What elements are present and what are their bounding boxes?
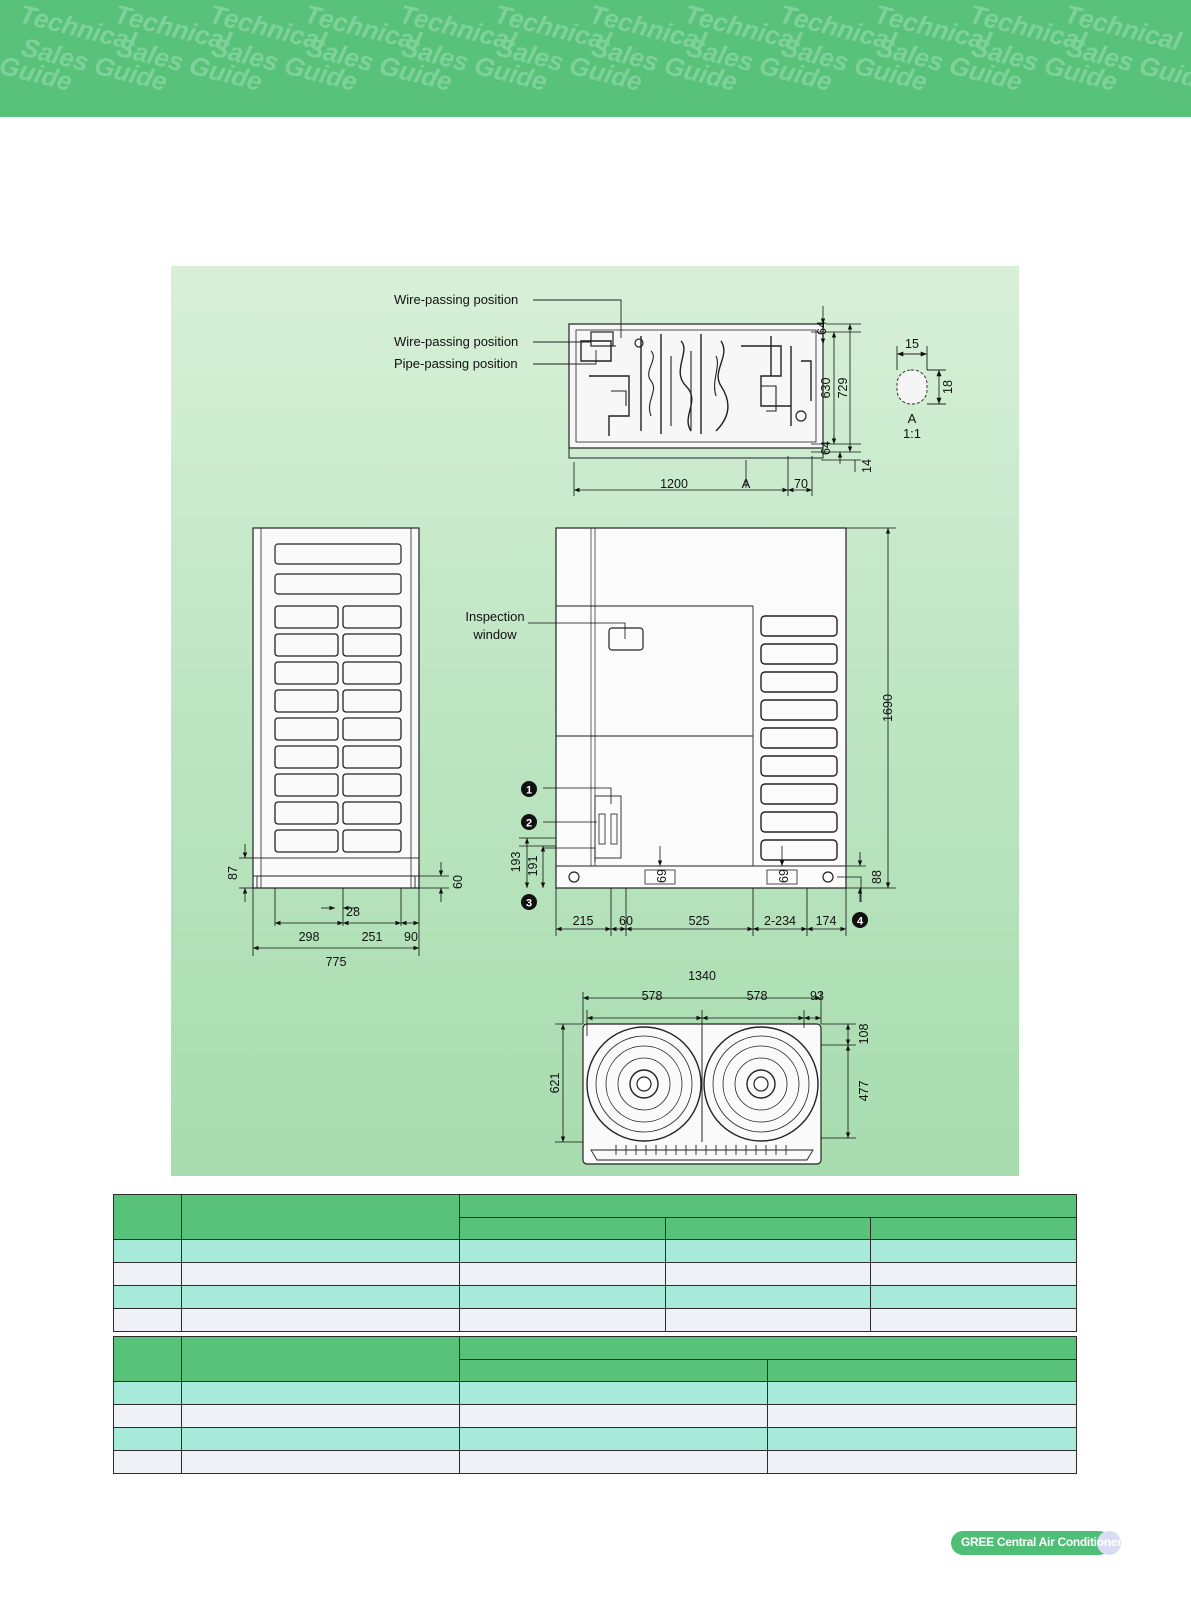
dim-90: 90: [404, 930, 418, 944]
fan-guard-right: [703, 1026, 819, 1142]
dim-578-a: 578: [642, 989, 663, 1003]
fan-view-dimensions: [555, 992, 856, 1143]
wire-passing-hole-2: [590, 331, 614, 347]
table-header-cell: [181, 1336, 460, 1382]
table-row: [113, 1450, 1077, 1474]
spec-table-2: [113, 1336, 1077, 1474]
table-header-cell: [458, 1194, 1078, 1218]
banner-watermark: Technical Technical Technical Technical …: [0, 0, 1191, 97]
spec-table-1: [113, 1194, 1078, 1332]
side-view: [252, 527, 420, 889]
dim-477: 477: [857, 1081, 871, 1102]
footer-dot-icon: [1097, 1531, 1121, 1555]
dim-193: 193: [509, 852, 523, 873]
fan-top-view: [582, 1023, 822, 1165]
table-header-cell: [869, 1217, 1078, 1240]
dim-64-top: 64: [815, 321, 829, 335]
dim-1200: 1200: [660, 477, 688, 491]
front-view-dimensions: [519, 527, 896, 936]
dim-87: 87: [226, 866, 240, 880]
dim-93: 93: [810, 989, 824, 1003]
dim-69-b: 69: [777, 869, 791, 883]
fan-guard-left: [586, 1026, 702, 1142]
footer-pill: [951, 1531, 1111, 1555]
table-header-cell: [665, 1217, 871, 1240]
callout-3: 3: [526, 898, 532, 910]
dim-578-b: 578: [747, 989, 768, 1003]
label-wire-passing-2: Wire-passing position: [394, 334, 518, 349]
top-view: [568, 323, 824, 459]
table-header-cell: [459, 1359, 768, 1382]
table-header-cell: [459, 1217, 666, 1240]
callout-1-badge: [521, 781, 537, 797]
dimension-drawing: Wire-passing position Wire-passing posit…: [226, 292, 955, 1165]
dim-729: 729: [836, 378, 850, 399]
dim-298: 298: [299, 930, 320, 944]
dim-15: 15: [905, 337, 919, 351]
dim-60-front: 60: [619, 914, 633, 928]
wire-passing-hole-1: [634, 338, 644, 348]
detail-label-a: A: [908, 411, 917, 426]
callout-4: 4: [857, 916, 864, 928]
dim-60-side: 60: [451, 875, 465, 889]
table-row: [113, 1404, 1077, 1428]
table-row: [113, 1285, 1078, 1309]
side-view-dimensions: [239, 844, 449, 956]
dim-2-234: 2-234: [764, 914, 796, 928]
dim-69-a: 69: [655, 869, 669, 883]
detail-a: [896, 346, 946, 405]
table-header-cell: [767, 1359, 1077, 1382]
label-inspection-line2: window: [472, 627, 517, 642]
section-marker-a: A: [742, 476, 751, 491]
label-wire-passing-1: Wire-passing position: [394, 292, 518, 307]
dim-251: 251: [362, 930, 383, 944]
callout-3-badge: [521, 894, 537, 910]
table-header-cell: [113, 1336, 182, 1382]
dim-630: 630: [819, 378, 833, 399]
dim-88: 88: [870, 870, 884, 884]
dim-191: 191: [526, 856, 540, 877]
dim-775: 775: [326, 955, 347, 969]
table-row: [113, 1262, 1078, 1286]
top-view-leaders: [533, 299, 622, 365]
side-view-outline: [252, 527, 420, 889]
dim-1340: 1340: [688, 969, 716, 983]
front-view-leaders: [528, 622, 862, 902]
dim-64-bottom: 64: [819, 441, 833, 455]
front-view: [555, 527, 847, 889]
table-row: [113, 1427, 1077, 1451]
table-header-cell: [113, 1194, 182, 1240]
dimension-drawing-panel: Wire-passing position Wire-passing posit…: [171, 266, 1019, 1176]
dim-1690: 1690: [881, 694, 895, 722]
dim-174: 174: [816, 914, 837, 928]
table-row: [113, 1239, 1078, 1263]
top-view-dimensions: [573, 306, 861, 496]
table-row: [113, 1308, 1078, 1332]
dim-28: 28: [346, 905, 360, 919]
dim-18: 18: [941, 380, 955, 394]
header-banner: Technical Technical Technical Technical …: [0, 0, 1191, 117]
dim-621: 621: [548, 1073, 562, 1094]
callout-1: 1: [526, 785, 532, 797]
dim-525: 525: [689, 914, 710, 928]
callouts: 1 2 3 4: [521, 781, 868, 928]
dim-108: 108: [857, 1024, 871, 1045]
table-row: [113, 1381, 1077, 1405]
callout-2: 2: [526, 818, 532, 830]
table-header-cell: [459, 1336, 1077, 1360]
dim-70: 70: [794, 477, 808, 491]
label-pipe-passing: Pipe-passing position: [394, 356, 518, 371]
footer-brand-text: GREE Central Air Conditioners: [961, 1535, 1128, 1549]
label-inspection-line1: Inspection: [465, 609, 524, 624]
dim-215: 215: [573, 914, 594, 928]
detail-scale: 1:1: [903, 426, 921, 441]
inspection-window: [608, 627, 644, 651]
table-header-cell: [181, 1194, 460, 1240]
top-view-outline: [568, 323, 824, 449]
footer-brand-badge: GREE Central Air Conditioners: [951, 1531, 1128, 1555]
callout-2-badge: [521, 814, 537, 830]
callout-4-badge: [852, 912, 868, 928]
dim-14: 14: [860, 459, 874, 473]
front-view-outline: [555, 527, 847, 889]
